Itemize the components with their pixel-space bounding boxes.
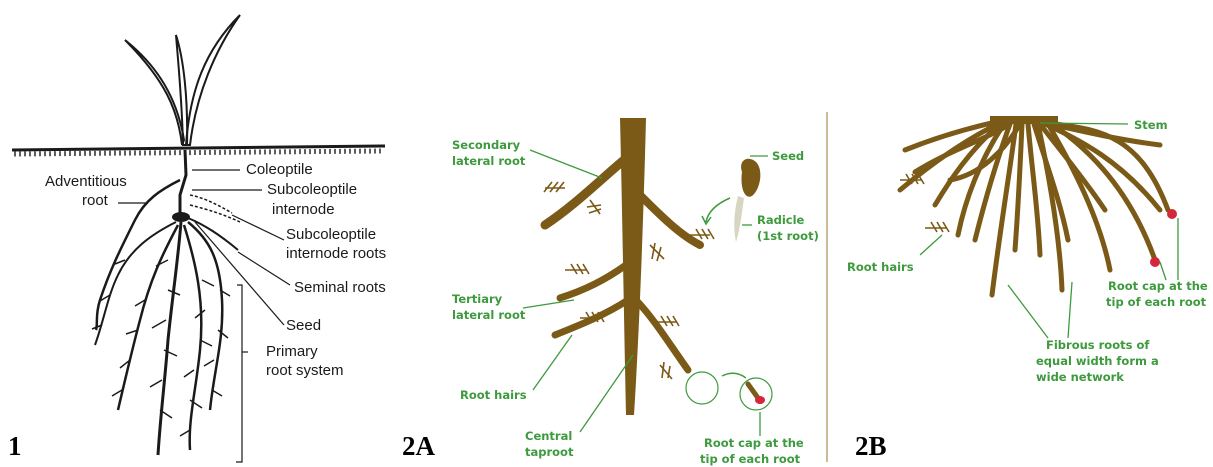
label-root-cap-2a-1: Root cap at the (704, 436, 804, 450)
label-radicle-1: Radicle (757, 213, 805, 227)
root-cap-zoom-source (686, 372, 718, 404)
label-subcoleoptile-internode-1: Subcoleoptile (267, 181, 357, 198)
label-seminal-roots: Seminal roots (294, 279, 386, 296)
label-root-hairs-2a: Root hairs (460, 388, 527, 402)
label-root-cap-2b-1: Root cap at the (1108, 279, 1208, 293)
label-adventitious-1: Adventitious (45, 173, 127, 190)
label-subcoleoptile-internode-2: internode (272, 201, 335, 218)
label-subcoleoptile-roots-2: internode roots (286, 245, 386, 262)
panel-2a-leaders (523, 150, 768, 436)
leaf-left (125, 40, 184, 145)
seed-2a (741, 159, 760, 197)
label-stem: Stem (1134, 118, 1168, 132)
label-seed-2a: Seed (772, 149, 804, 163)
label-fibrous-2: equal width form a (1036, 354, 1159, 368)
panel-number-2a: 2A (402, 431, 436, 461)
label-adventitious-2: root (82, 192, 109, 209)
label-coleoptile: Coleoptile (246, 161, 313, 178)
label-seed: Seed (286, 317, 321, 334)
label-root-cap-2b-2: tip of each root (1106, 295, 1207, 309)
fibrous-roots (900, 122, 1168, 295)
label-taproot-2: taproot (525, 445, 574, 459)
label-primary-2: root system (266, 362, 344, 379)
seminal-root-2 (188, 222, 222, 410)
subcoleoptile-roots-2 (190, 205, 240, 222)
label-subcoleoptile-roots-1: Subcoleoptile (286, 226, 376, 243)
label-secondary-2: lateral root (452, 154, 526, 168)
label-tertiary-1: Tertiary (452, 292, 503, 306)
label-fibrous-3: wide network (1036, 370, 1124, 384)
primary-root-system-bracket (236, 285, 242, 462)
leaf-center (176, 35, 187, 145)
panel-1-grass-root-system: Coleoptile Adventitious root Subcoleopti… (8, 15, 386, 462)
label-primary-1: Primary (266, 343, 318, 360)
label-taproot-1: Central (525, 429, 572, 443)
label-root-hairs-2b: Root hairs (847, 260, 914, 274)
panel-2b-fibrous-root-system: Stem Root hairs Root cap at the tip of e… (847, 116, 1208, 461)
panel-number-2b: 2B (855, 431, 887, 461)
panel-number-1: 1 (8, 431, 22, 461)
root-cap-root-stub (748, 384, 758, 398)
root-cap-2a (755, 396, 765, 404)
label-root-cap-2a-2: tip of each root (700, 452, 801, 466)
root-cap-2b-1 (1167, 209, 1177, 219)
soil-texture (14, 151, 383, 154)
leaf-right (186, 15, 240, 145)
label-secondary-1: Secondary (452, 138, 521, 152)
coleoptile-stem (180, 150, 186, 215)
root-cap-2b-2 (1150, 257, 1160, 267)
radicle (734, 196, 744, 242)
label-tertiary-2: lateral root (452, 308, 526, 322)
panel-2a-taproot-system: Secondary lateral root Seed Radicle (1st… (402, 118, 819, 466)
label-fibrous-1: Fibrous roots of (1046, 338, 1150, 352)
primary-root-midright (184, 225, 201, 450)
label-radicle-2: (1st root) (757, 229, 819, 243)
root-cap-zoom-arrow (722, 373, 746, 378)
seed-shape (172, 212, 190, 222)
